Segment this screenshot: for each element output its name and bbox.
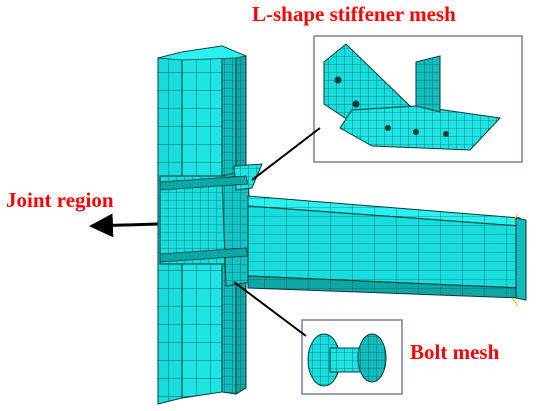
bolt-hole bbox=[334, 76, 342, 84]
bolt-hole bbox=[443, 131, 449, 137]
joint-region-mesh bbox=[159, 163, 263, 287]
bolt-mesh-label: Bolt mesh bbox=[410, 340, 500, 364]
joint-region-arrow bbox=[89, 213, 159, 238]
bolt-hole bbox=[413, 129, 419, 135]
stiffener-mesh-label: L-shape stiffener mesh bbox=[252, 2, 456, 26]
beam-mesh bbox=[247, 195, 527, 307]
stiffener-inset bbox=[313, 35, 523, 163]
bolt-inset bbox=[301, 319, 403, 395]
bolt-pointer-line bbox=[233, 281, 307, 337]
bolt-hole bbox=[352, 100, 360, 108]
bolt-hole bbox=[385, 125, 391, 131]
stiffener-pointer-line bbox=[251, 127, 321, 181]
joint-region-label: Joint region bbox=[6, 188, 114, 212]
